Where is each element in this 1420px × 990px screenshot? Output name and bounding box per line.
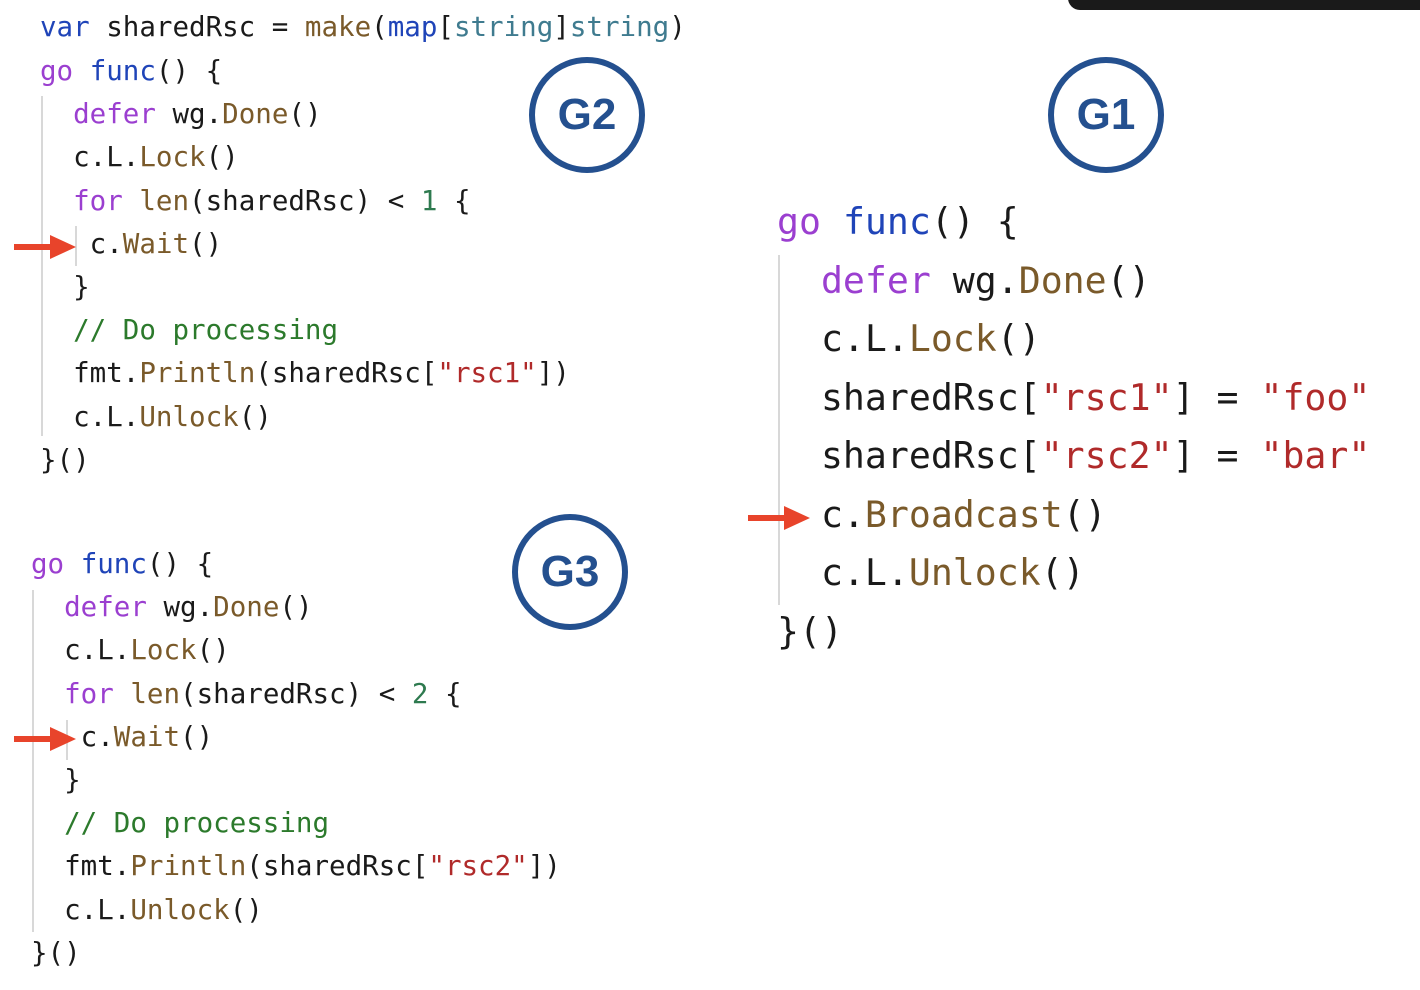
wait-line: c.Wait() [89, 227, 223, 260]
red-right-arrow-icon [14, 727, 76, 751]
code-line: c.L.Unlock() [64, 893, 263, 926]
code-line: defer wg.Done() [820, 258, 1151, 302]
indent-guide [41, 96, 43, 436]
shared-resource-declaration: var sharedRsc = make(map[string]string) [40, 6, 686, 49]
g1-badge: G1 [1048, 57, 1164, 173]
g1-code-block: go func() { defer wg.Done() c.L.Lock() s… [777, 193, 1370, 661]
code-line: c.L.Unlock() [73, 400, 272, 433]
code-line: c.L.Lock() [64, 634, 230, 667]
red-right-arrow-icon [748, 506, 810, 530]
code-line: fmt.Println(sharedRsc["rsc2"]) [64, 850, 561, 883]
g2-code-block: go func() { defer wg.Done() c.L.Lock() f… [40, 50, 570, 482]
code-line: sharedRsc["rsc2"] = "bar" [820, 434, 1371, 477]
broadcast-line: c.Broadcast() [820, 492, 1107, 536]
code-line: defer wg.Done() [64, 591, 313, 624]
g2-badge: G2 [529, 57, 645, 173]
code-line: go func() { [40, 55, 223, 87]
code-line: for len(sharedRsc) < 2 { [64, 677, 462, 710]
code-comment: // Do processing [73, 314, 339, 347]
wait-line: c.Wait() [80, 720, 214, 753]
code-line: for len(sharedRsc) < 1 { [73, 184, 471, 217]
code-line: fmt.Println(sharedRsc["rsc1"]) [73, 357, 570, 390]
code-line: defer wg.Done() [73, 98, 322, 131]
code-line: } [73, 271, 90, 304]
g3-badge: G3 [512, 514, 628, 630]
code-line: }() [40, 443, 90, 476]
code-line: var sharedRsc = make(map[string]string) [40, 11, 686, 43]
code-line: }() [31, 936, 81, 969]
code-comment: // Do processing [64, 807, 330, 840]
red-right-arrow-icon [14, 235, 76, 259]
code-line: c.L.Unlock() [820, 551, 1085, 594]
indent-guide [778, 255, 780, 605]
code-line: }() [777, 609, 843, 653]
indent-guide [32, 590, 34, 932]
code-line: c.L.Lock() [73, 141, 239, 174]
code-line: sharedRsc["rsc1"] = "foo" [820, 375, 1371, 419]
code-line: c.L.Lock() [820, 317, 1041, 360]
indent-guide [75, 226, 77, 266]
code-line: go func() { [31, 548, 214, 580]
g3-code-block: go func() { defer wg.Done() c.L.Lock() f… [31, 543, 561, 975]
window-edge [1068, 0, 1420, 10]
code-line: go func() { [777, 200, 1019, 243]
code-line: } [64, 764, 81, 797]
